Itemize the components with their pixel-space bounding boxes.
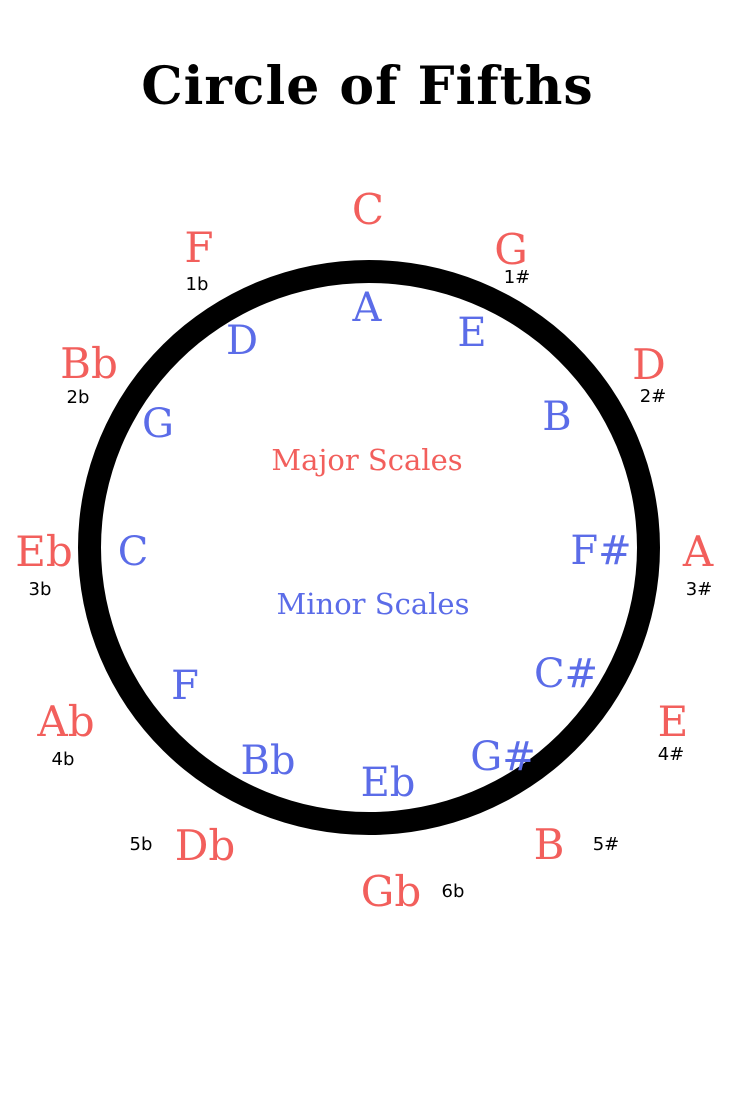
minor-key-C#: C# xyxy=(533,651,599,697)
minor-key-Bb: Bb xyxy=(240,738,296,784)
major-key-A: A xyxy=(682,527,714,576)
minor-key-B: B xyxy=(542,394,572,440)
minor-scales-label: Minor Scales xyxy=(276,587,470,621)
key-signature-4b: 4b xyxy=(51,749,75,770)
minor-key-C: C xyxy=(117,529,149,575)
key-signature-5#: 5# xyxy=(592,834,620,855)
page-title: Circle of Fifths xyxy=(141,56,594,117)
key-signature-2b: 2b xyxy=(66,387,90,408)
minor-key-D: D xyxy=(225,318,259,364)
key-signature-3#: 3# xyxy=(685,579,713,600)
major-key-F: F xyxy=(184,223,214,272)
key-signature-5b: 5b xyxy=(129,834,153,855)
minor-key-F: F xyxy=(171,663,199,709)
major-key-C: C xyxy=(351,185,385,234)
major-key-Eb: Eb xyxy=(15,527,73,576)
major-key-G: G xyxy=(494,225,528,274)
key-signature-1#: 1# xyxy=(503,267,531,288)
key-signature-4#: 4# xyxy=(657,744,685,765)
key-signature-1b: 1b xyxy=(185,274,209,295)
major-scales-label: Major Scales xyxy=(271,443,463,477)
minor-key-G#: G# xyxy=(470,734,536,780)
minor-key-A: A xyxy=(352,285,382,331)
major-key-B: B xyxy=(533,820,565,869)
major-key-E: E xyxy=(657,697,689,746)
minor-key-F#: F# xyxy=(570,528,632,574)
major-key-Gb: Gb xyxy=(360,867,422,916)
key-signature-6b: 6b xyxy=(441,881,465,902)
major-key-Ab: Ab xyxy=(37,697,95,746)
minor-key-Eb: Eb xyxy=(360,760,416,806)
minor-key-E: E xyxy=(457,310,487,356)
key-signature-3b: 3b xyxy=(28,579,52,600)
minor-key-G: G xyxy=(142,401,174,447)
major-key-Db: Db xyxy=(174,821,236,870)
major-key-Bb: Bb xyxy=(60,339,118,388)
major-key-D: D xyxy=(632,340,666,389)
key-signature-2#: 2# xyxy=(639,386,667,407)
